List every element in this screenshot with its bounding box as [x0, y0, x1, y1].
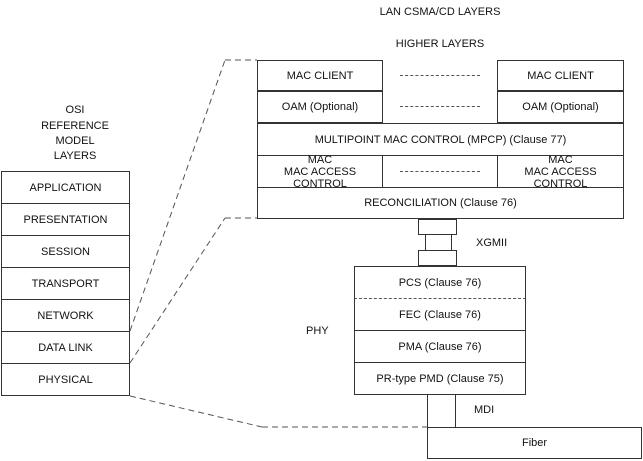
- mac-left-line1: MAC: [307, 153, 333, 166]
- mdi-label: MDI: [474, 404, 495, 416]
- mac-client-right-box: MAC CLIENT: [497, 60, 624, 91]
- osi-heading-line: REFERENCE: [41, 120, 109, 132]
- connector-bottom-line: [129, 395, 263, 428]
- connector-mid-line: [129, 217, 226, 364]
- osi-layer-session: SESSION: [1, 235, 130, 268]
- mac-left-line2: MAC ACCESS CONTROL: [283, 165, 357, 190]
- osi-layer-transport: TRANSPORT: [1, 267, 130, 300]
- xgmii-label: XGMII: [476, 237, 508, 249]
- mac-right-line2: MAC ACCESS CONTROL: [524, 165, 597, 190]
- connector-top-line: [129, 59, 226, 332]
- fec-box: FEC (Clause 76): [354, 298, 526, 331]
- diagram-title: LAN CSMA/CD LAYERS: [379, 6, 501, 18]
- mpcp-box: MULTIPOINT MAC CONTROL (MPCP) (Clause 77…: [257, 123, 624, 156]
- fiber-box: Fiber: [427, 427, 642, 459]
- mac-right-box: MAC MAC ACCESS CONTROL: [497, 153, 624, 190]
- xgmii-bottom-block: [418, 250, 457, 266]
- osi-layer-presentation: PRESENTATION: [1, 203, 130, 236]
- mac-left-box: MAC MAC ACCESS CONTROL: [257, 153, 383, 190]
- oam-ellipsis: [400, 106, 480, 107]
- pma-box: PMA (Clause 76): [354, 330, 526, 363]
- oam-right-box: OAM (Optional): [497, 91, 624, 123]
- xgmii-top-block: [418, 219, 457, 235]
- pmd-box: PR-type PMD (Clause 75): [354, 362, 526, 395]
- pcs-box: PCS (Clause 76): [354, 266, 526, 299]
- mac-client-ellipsis: [400, 75, 480, 76]
- phy-label: PHY: [306, 325, 329, 337]
- mac-ellipsis: [400, 171, 480, 172]
- xgmii-middle-block: [425, 234, 452, 251]
- osi-heading-line: OSI: [65, 104, 85, 116]
- reconciliation-box: RECONCILIATION (Clause 76): [257, 187, 624, 219]
- mac-client-left-box: MAC CLIENT: [257, 60, 383, 91]
- osi-layer-data-link: DATA LINK: [1, 331, 130, 364]
- mdi-block: [427, 394, 456, 428]
- osi-heading-line: LAYERS: [53, 150, 97, 162]
- osi-layer-physical: PHYSICAL: [1, 363, 130, 396]
- higher-layers-label: HIGHER LAYERS: [395, 38, 485, 50]
- osi-heading-line: MODEL: [55, 135, 95, 147]
- oam-left-box: OAM (Optional): [257, 91, 383, 123]
- mac-right-line1: MAC: [548, 153, 573, 166]
